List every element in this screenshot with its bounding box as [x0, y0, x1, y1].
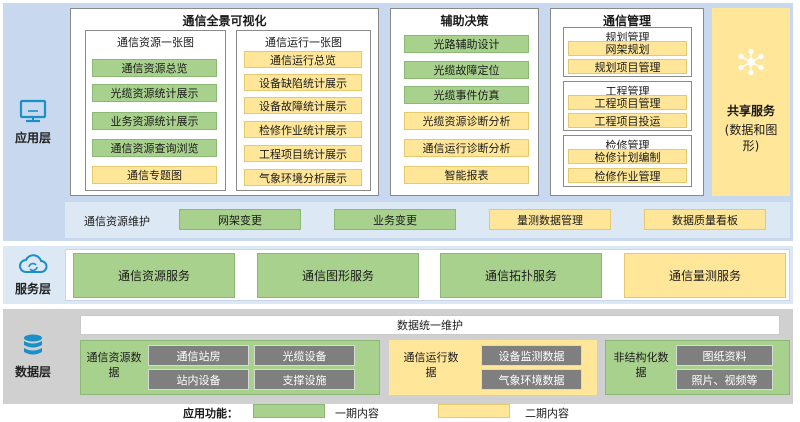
unified-maintenance-bar: 数据统一维护 [80, 315, 780, 335]
resource-data-item[interactable]: 站内设备 [148, 369, 249, 390]
decision-item[interactable]: 光缆资源诊断分析 [404, 112, 529, 130]
decision-item[interactable]: 光缆故障定位 [404, 61, 529, 79]
service-layer-label: 服务层 [3, 246, 63, 304]
management-title: 通信管理 [602, 14, 651, 28]
operation-item[interactable]: 气象环境分析展示 [244, 169, 362, 186]
shared-services-subtitle: (数据和图形) [724, 123, 778, 153]
shared-services-panel: 共享服务 (数据和图形) [712, 8, 790, 196]
legend-phase1-text: 一期内容 [335, 407, 379, 420]
management-item[interactable]: 工程项目管理 [568, 95, 687, 110]
maintenance-item[interactable]: 量测数据管理 [489, 209, 611, 230]
service-item[interactable]: 通信拓扑服务 [440, 253, 602, 298]
resource-map-title: 通信资源一张图 [117, 36, 194, 49]
operation-data-item[interactable]: 设备监测数据 [481, 345, 582, 366]
resource-item[interactable]: 通信资源总览 [92, 59, 217, 77]
maintenance-label: 通信资源维护 [84, 215, 150, 228]
maintenance-item[interactable]: 数据质量看板 [644, 209, 766, 230]
application-layer-text: 应用层 [14, 130, 51, 145]
data-layer-label: 数据层 [3, 309, 63, 404]
service-item[interactable]: 通信图形服务 [257, 253, 419, 298]
network-nodes-icon [738, 48, 764, 76]
operation-item[interactable]: 设备故障统计展示 [244, 97, 362, 114]
service-layer-text: 服务层 [14, 281, 51, 296]
resource-item[interactable]: 业务资源统计展示 [92, 112, 217, 130]
operation-item[interactable]: 设备缺陷统计展示 [244, 74, 362, 91]
service-item[interactable]: 通信资源服务 [73, 253, 235, 298]
data-layer-text: 数据层 [14, 365, 51, 379]
decision-item[interactable]: 智能报表 [404, 166, 529, 184]
management-item[interactable]: 网架规划 [568, 41, 687, 56]
decision-item[interactable]: 通信运行诊断分析 [404, 139, 529, 157]
management-item[interactable]: 检修作业管理 [568, 168, 687, 183]
decision-item[interactable]: 光路辅助设计 [404, 35, 529, 53]
application-layer-label: 应用层 [3, 3, 63, 241]
legend-label: 应用功能： [183, 407, 238, 420]
shared-services-title: 共享服务 [726, 104, 775, 118]
resource-data-title: 通信资源数据 [86, 351, 142, 379]
maintenance-group-title: 检修管理 [605, 139, 650, 152]
monitor-icon [19, 99, 47, 122]
cloud-sync-icon [19, 253, 48, 273]
resource-data-item[interactable]: 通信站房 [148, 345, 249, 366]
operation-item[interactable]: 工程项目统计展示 [244, 145, 362, 162]
resource-data-item[interactable]: 支撑设施 [254, 369, 355, 390]
resource-map-subpanel: 通信资源一张图 [85, 30, 226, 191]
legend-phase2-swatch [438, 404, 510, 418]
maintenance-item[interactable]: 网架变更 [179, 209, 301, 230]
management-item[interactable]: 检修计划编制 [568, 149, 687, 164]
operation-item[interactable]: 检修作业统计展示 [244, 121, 362, 138]
unstructured-data-item[interactable]: 照片、视频等 [676, 369, 773, 390]
resource-item[interactable]: 通信资源查询浏览 [92, 139, 217, 157]
operation-data-title: 通信运行数据 [403, 351, 459, 379]
maintenance-item[interactable]: 业务变更 [334, 209, 456, 230]
service-item[interactable]: 通信量测服务 [624, 253, 786, 298]
legend-phase2-text: 二期内容 [525, 407, 569, 420]
operation-data-item[interactable]: 气象环境数据 [481, 369, 582, 390]
decision-title: 辅助决策 [440, 14, 489, 28]
operation-map-title: 通信运行一张图 [265, 36, 342, 49]
legend-phase1-swatch [253, 404, 325, 418]
operation-item[interactable]: 通信运行总览 [244, 51, 362, 68]
panorama-title: 通信全景可视化 [182, 14, 267, 28]
management-item[interactable]: 规划项目管理 [568, 59, 687, 74]
decision-item[interactable]: 光缆事件仿真 [404, 86, 529, 104]
resource-item[interactable]: 光缆资源统计展示 [92, 84, 217, 102]
unstructured-data-title: 非结构化数据 [613, 351, 669, 379]
engineering-group-title: 工程管理 [605, 85, 650, 98]
management-item[interactable]: 工程项目投运 [568, 113, 687, 128]
resource-data-item[interactable]: 光缆设备 [254, 345, 355, 366]
database-icon [24, 334, 42, 355]
unstructured-data-item[interactable]: 图纸资料 [676, 345, 773, 366]
resource-item[interactable]: 通信专题图 [92, 166, 217, 184]
planning-group-title: 规划管理 [605, 31, 650, 44]
